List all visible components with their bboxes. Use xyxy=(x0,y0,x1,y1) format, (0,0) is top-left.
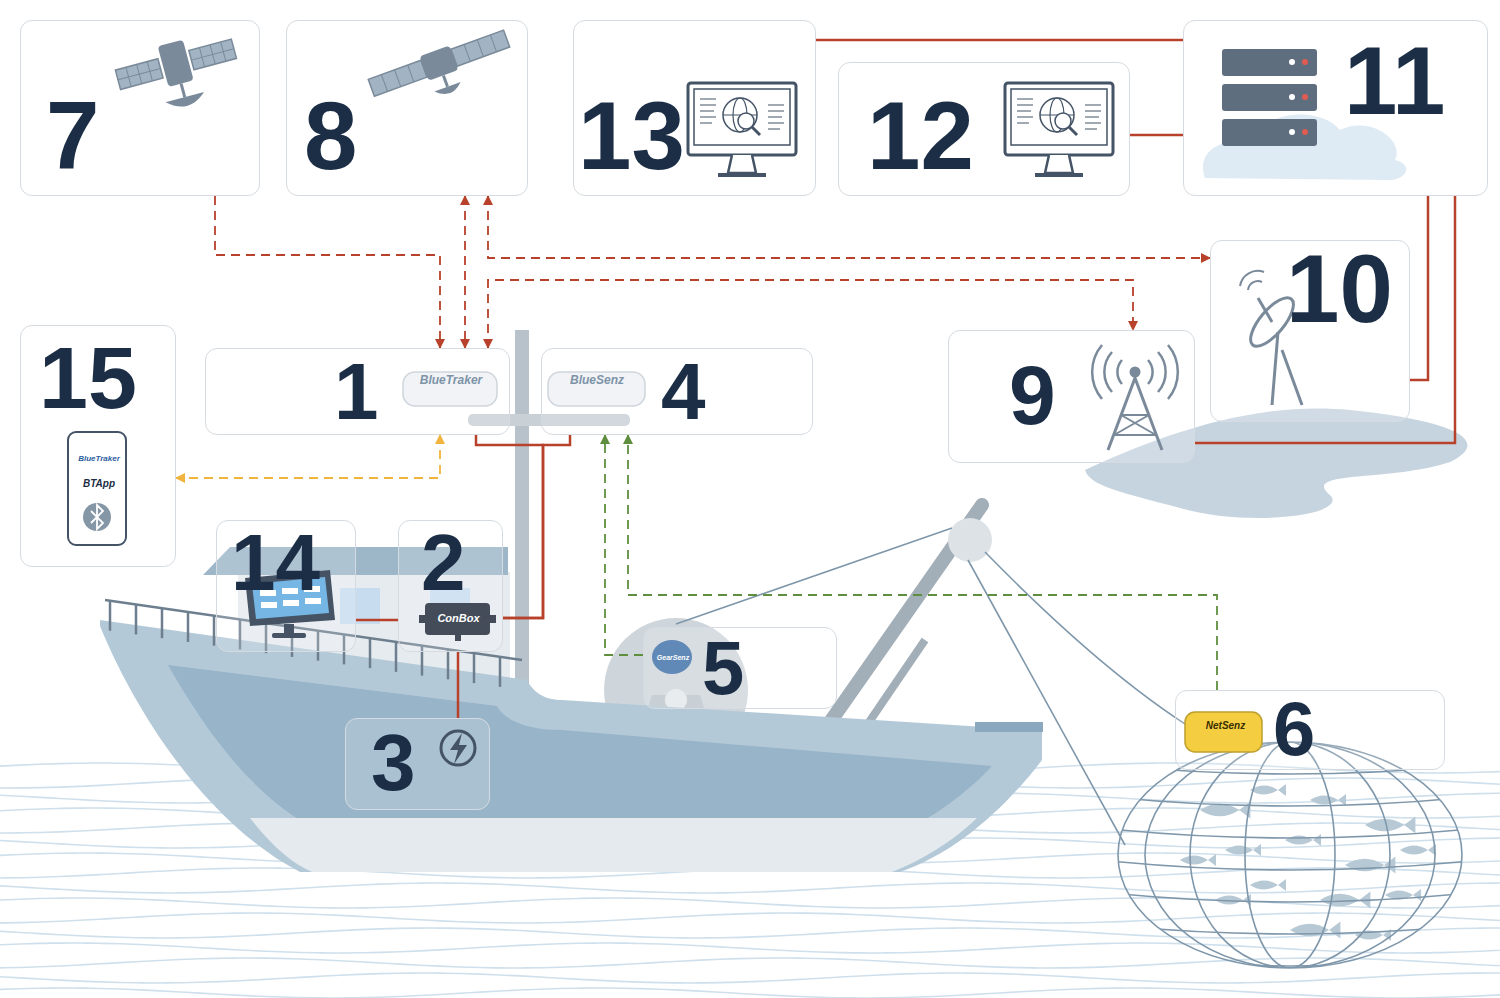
boat-hull xyxy=(100,620,1042,872)
cable-wire xyxy=(457,652,460,718)
callout-number: 6 xyxy=(1273,691,1315,767)
crane-boom xyxy=(948,518,992,562)
numbered-box: 1 BlueTraker xyxy=(205,348,510,435)
cable-wire xyxy=(1410,196,1428,380)
net-line xyxy=(1110,797,1470,806)
fish xyxy=(1285,834,1321,846)
fish xyxy=(1250,784,1286,796)
rail-post xyxy=(109,601,112,631)
signal-link xyxy=(215,196,440,348)
net-line xyxy=(1110,893,1470,902)
boat-hull xyxy=(250,818,977,872)
callout-number: 10 xyxy=(1286,241,1393,337)
device-label: BTApp xyxy=(69,478,129,489)
net-line xyxy=(1110,861,1470,870)
rail-post xyxy=(499,657,502,687)
fishing-net xyxy=(1110,742,1470,968)
cable-wire xyxy=(356,619,398,622)
callout-number: 3 xyxy=(371,723,416,803)
numbered-box: 12 xyxy=(838,62,1130,196)
device-label: NetSenz xyxy=(1188,720,1263,731)
callout-number: 9 xyxy=(1009,353,1056,437)
fishing-net xyxy=(1180,784,1436,941)
rail-post xyxy=(161,608,164,638)
net-line xyxy=(1110,957,1470,966)
numbered-box: 9 xyxy=(948,330,1195,463)
callout-number: 8 xyxy=(304,88,357,184)
net-line xyxy=(1110,829,1470,838)
callout-number: 2 xyxy=(421,523,466,603)
rail-post xyxy=(395,642,398,672)
fish xyxy=(1250,879,1286,891)
wave-line xyxy=(0,928,1500,938)
numbered-box: 11 xyxy=(1183,20,1488,196)
device-label: GearSenz xyxy=(653,654,693,662)
boat-hull xyxy=(975,722,1043,732)
callout-number: 13 xyxy=(578,88,685,184)
wave-line xyxy=(0,988,1500,998)
rail-post xyxy=(135,604,138,634)
callout-number: 12 xyxy=(867,88,974,184)
numbered-box: 3 xyxy=(345,718,490,810)
rail-post xyxy=(213,616,216,646)
wave-line xyxy=(0,943,1500,953)
rail-post xyxy=(369,638,372,668)
rail-post xyxy=(473,653,476,683)
callout-number: 5 xyxy=(702,630,744,706)
numbered-box: 13 xyxy=(573,20,816,196)
wave-line xyxy=(0,973,1500,983)
fish xyxy=(1400,844,1436,856)
callout-number: 4 xyxy=(661,352,706,432)
callout-number: 1 xyxy=(334,352,379,432)
numbered-box: 2ConBox xyxy=(398,520,503,652)
mast xyxy=(515,330,529,710)
fish xyxy=(1290,922,1340,939)
numbered-box: 6 NetSenz xyxy=(1175,690,1445,770)
signal-link xyxy=(176,435,440,478)
rail-post xyxy=(187,612,190,642)
numbered-box: 14 xyxy=(216,520,356,652)
device-label: ConBox xyxy=(426,612,491,624)
fish xyxy=(1225,844,1261,856)
wave-line xyxy=(0,898,1500,908)
callout-number: 11 xyxy=(1344,33,1445,129)
callout-number: 15 xyxy=(39,334,137,422)
device-label: BlueSenz xyxy=(550,374,644,387)
numbered-box: 4 BlueSenz xyxy=(541,348,813,435)
wave-line xyxy=(0,913,1500,923)
cable-wire xyxy=(1130,134,1183,137)
fish xyxy=(1365,817,1415,834)
cable-wire xyxy=(816,39,1183,42)
signal-link xyxy=(464,196,466,348)
cable-wire xyxy=(1195,196,1455,443)
device-label: BlueTraker xyxy=(406,374,496,387)
fish xyxy=(1345,857,1395,874)
fishing-net xyxy=(1110,742,1470,968)
rail-post xyxy=(447,649,450,679)
cables xyxy=(968,560,1125,845)
fishing-net xyxy=(1118,742,1462,968)
numbered-box: 8 xyxy=(286,20,528,196)
device-label: BlueTraker xyxy=(69,455,129,464)
numbered-box: 15BlueTrakerBTApp xyxy=(20,325,176,567)
numbered-box: 7 xyxy=(20,20,260,196)
cable-wire xyxy=(503,435,570,618)
signal-link xyxy=(605,435,643,655)
numbered-box: 5 GearSenz xyxy=(643,627,837,709)
fish xyxy=(1180,854,1216,866)
numbered-box: 10 xyxy=(1210,240,1410,422)
callout-number: 14 xyxy=(231,523,320,603)
boat-hull xyxy=(100,620,1043,872)
signal-link xyxy=(488,196,1210,258)
cables xyxy=(676,528,952,624)
callout-number: 7 xyxy=(46,88,99,184)
